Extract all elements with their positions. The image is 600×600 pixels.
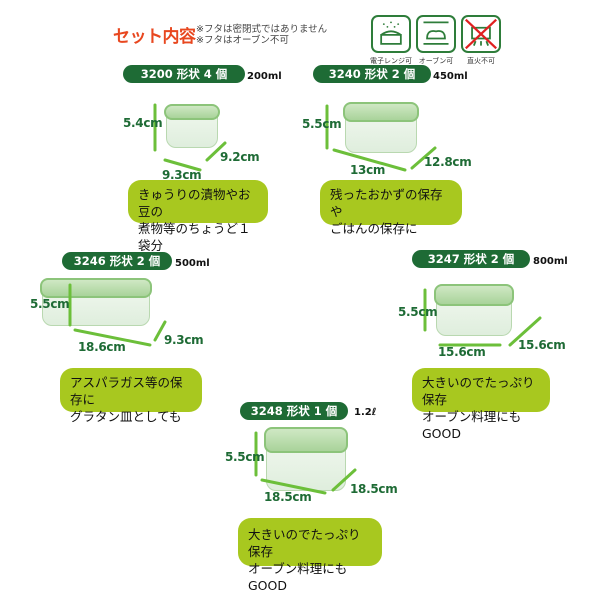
item-3240-label: 3240 形状 2 個 <box>313 65 431 83</box>
item-3248-depth: 18.5cm <box>350 482 398 496</box>
container-3246-lid <box>40 278 152 298</box>
container-3240-lid <box>343 102 419 122</box>
item-3248-width: 18.5cm <box>264 490 312 504</box>
item-3248-description: 大きいのでたっぷり保存 オーブン料理にもGOOD <box>238 518 382 593</box>
container-3247-lid <box>434 284 514 306</box>
microwave-label: 電子レンジ可 <box>370 57 412 65</box>
description-line: グラタン皿としても <box>70 409 182 424</box>
item-3200-depth: 9.2cm <box>220 150 260 164</box>
item-3247-label: 3247 形状 2 個 <box>412 250 530 268</box>
item-3248-volume: 1.2ℓ <box>354 407 377 418</box>
container-3200-lid <box>164 104 220 120</box>
description-line: アスパラガス等の保存に <box>70 375 183 407</box>
item-3247-height: 5.5cm <box>398 305 438 319</box>
microwave-icon <box>371 15 411 53</box>
container-3248-lid <box>264 427 348 453</box>
item-3240-height: 5.5cm <box>302 117 342 131</box>
description-line: ごはんの保存に <box>330 221 418 236</box>
item-3246-height: 5.5cm <box>30 297 70 311</box>
item-3247-depth: 15.6cm <box>518 338 566 352</box>
item-3248-label: 3248 形状 1 個 <box>240 402 348 420</box>
item-3247-volume: 800ml <box>533 256 568 267</box>
note-lid-not-sealed: ※フタは密閉式ではありません <box>196 24 328 35</box>
description-line: きゅうりの漬物やお豆の <box>138 187 251 219</box>
item-3240-depth: 12.8cm <box>424 155 472 169</box>
direct-fire-prohibited-icon <box>461 15 501 53</box>
item-3240-width: 13cm <box>350 163 386 177</box>
item-3200-volume: 200ml <box>247 71 282 82</box>
description-line: オーブン料理にもGOOD <box>422 409 522 441</box>
item-3200-description: きゅうりの漬物やお豆の 煮物等のちょうど１袋分 <box>128 180 268 253</box>
item-3246-depth: 9.3cm <box>164 333 204 347</box>
item-3247-width: 15.6cm <box>438 345 486 359</box>
item-3246-label: 3246 形状 2 個 <box>62 252 172 270</box>
oven-label: オーブン可 <box>418 57 454 65</box>
item-3240-volume: 450ml <box>433 71 468 82</box>
oven-icon <box>416 15 456 53</box>
page-title: セット内容 <box>113 27 196 47</box>
item-3240-description: 残ったおかずの保存や ごはんの保存に <box>320 180 462 236</box>
description-line: 煮物等のちょうど１袋分 <box>138 221 251 253</box>
item-3246-volume: 500ml <box>175 258 210 269</box>
item-3246-width: 18.6cm <box>78 340 126 354</box>
description-line: 大きいのでたっぷり保存 <box>422 375 535 407</box>
item-3248-height: 5.5cm <box>225 450 265 464</box>
item-3200-height: 5.4cm <box>123 116 163 130</box>
item-3247-description: 大きいのでたっぷり保存 オーブン料理にもGOOD <box>412 368 550 441</box>
description-line: オーブン料理にもGOOD <box>248 561 348 593</box>
item-3200-width: 9.3cm <box>162 168 202 182</box>
description-line: 大きいのでたっぷり保存 <box>248 527 361 559</box>
item-3200-label: 3200 形状 4 個 <box>123 65 245 83</box>
item-3246-description: アスパラガス等の保存に グラタン皿としても <box>60 368 202 424</box>
note-lid-not-ovenable: ※フタはオーブン不可 <box>196 35 289 46</box>
direct-fire-label: 直火不可 <box>467 57 495 65</box>
description-line: 残ったおかずの保存や <box>330 187 443 219</box>
